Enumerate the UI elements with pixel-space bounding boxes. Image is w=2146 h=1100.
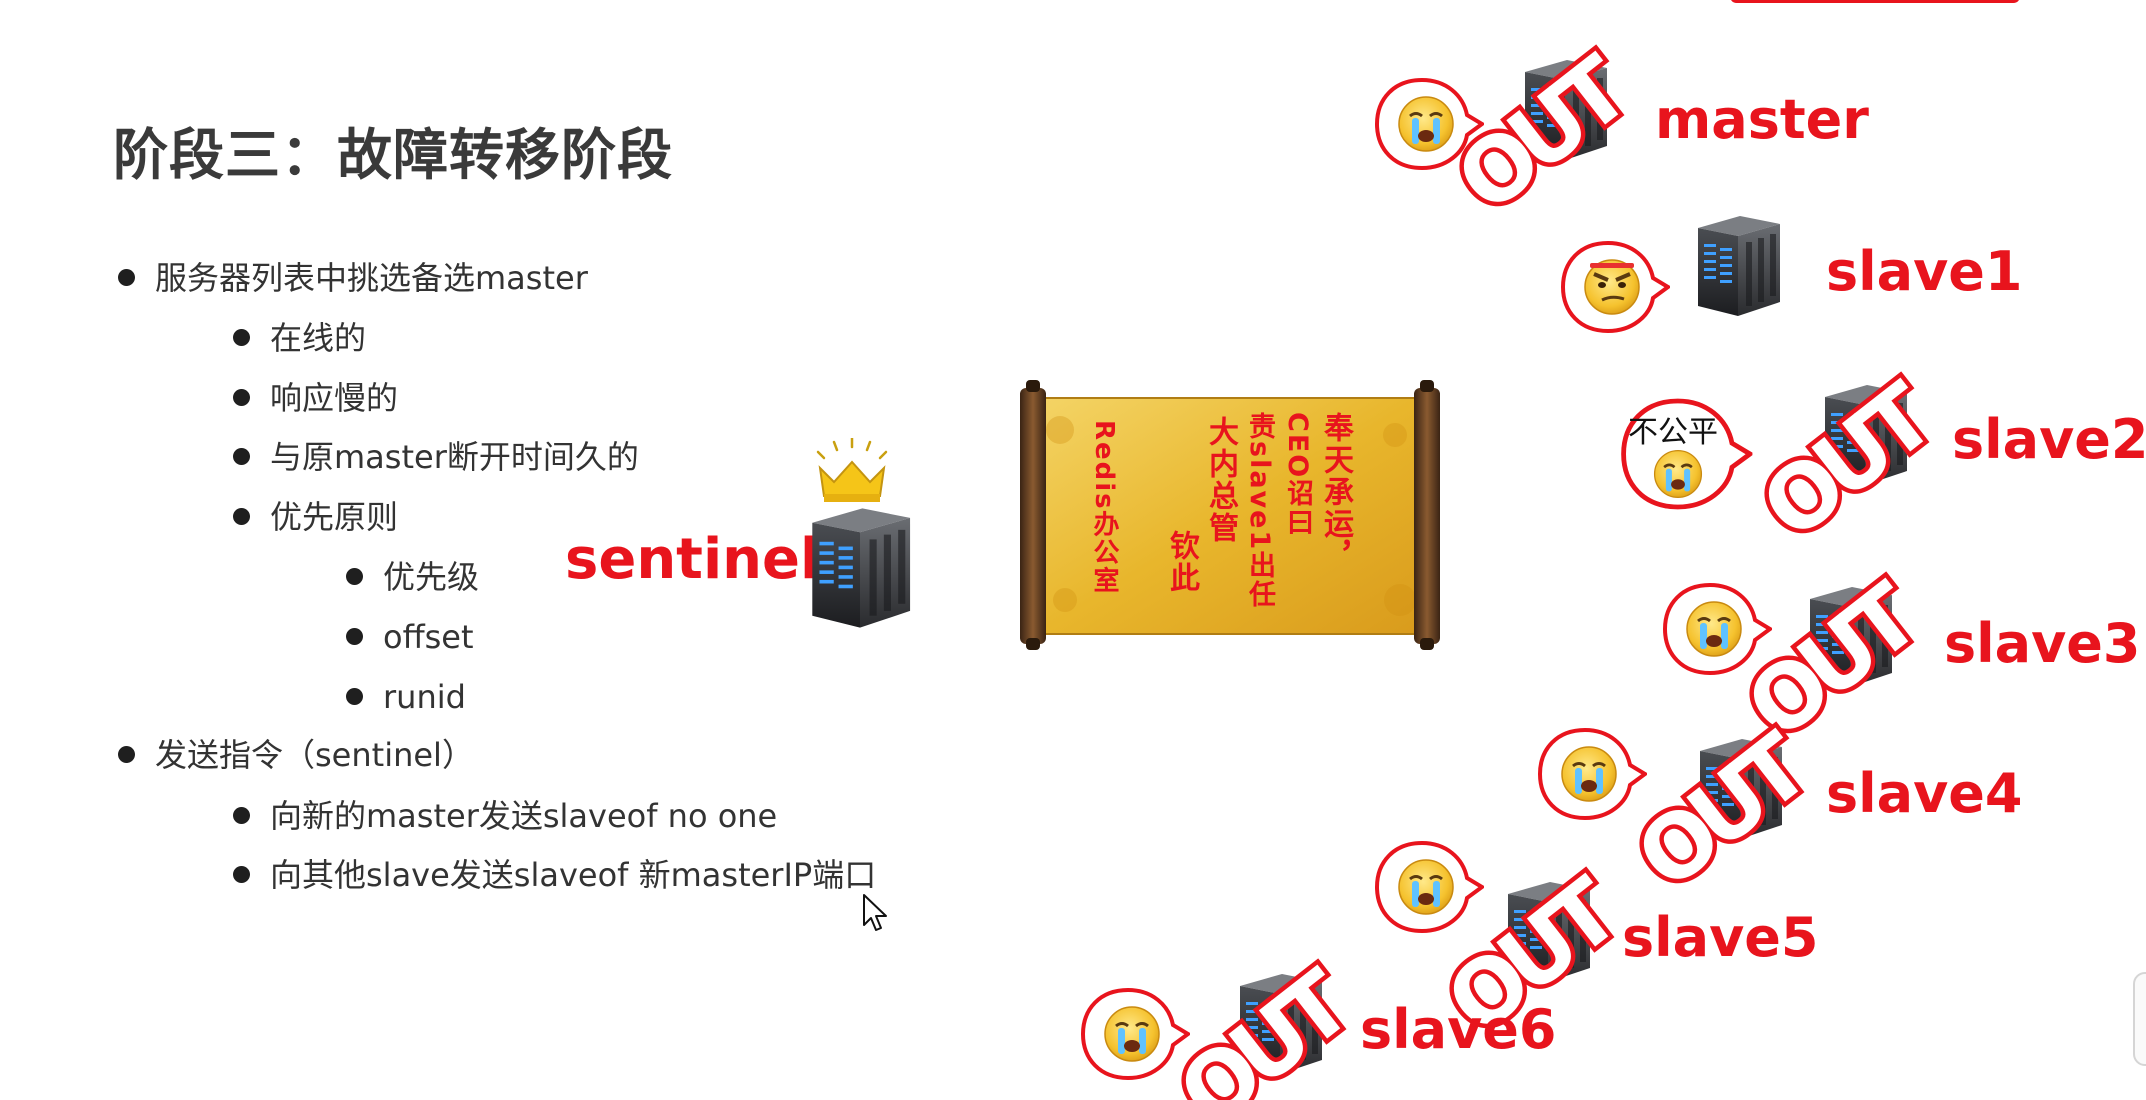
crying-face-icon <box>1396 857 1456 917</box>
mouse-cursor-icon <box>863 894 887 931</box>
crying-face-icon <box>1684 599 1744 659</box>
edict-line-3: 责slave1出任 <box>1244 412 1275 610</box>
bullet-priority: 优先级 <box>345 558 480 596</box>
bullet-online: 在线的 <box>232 319 367 357</box>
crown-icon <box>816 438 888 502</box>
bullet-offset: offset <box>346 618 474 656</box>
master-label: master <box>1655 88 1869 151</box>
bullet-select-master: 服务器列表中挑选备选master <box>118 259 588 297</box>
slave4-label: slave4 <box>1826 762 2023 825</box>
bullet-runid: runid <box>346 678 466 716</box>
slave2-label: slave2 <box>1952 408 2146 471</box>
bullet-send-commands: 发送指令（sentinel） <box>118 736 474 774</box>
crying-face-icon <box>1102 1004 1162 1064</box>
bubble-text-unfair: 不公平 <box>1628 415 1718 450</box>
sentinel-label: sentinel <box>565 527 820 592</box>
slave1-server-icon <box>1688 214 1788 318</box>
slave5-label: slave5 <box>1622 906 1819 969</box>
imperial-edict-scroll-icon <box>1020 380 1440 650</box>
edict-line-1: 奉天承运， <box>1318 412 1353 572</box>
crying-face-icon <box>1652 448 1704 500</box>
bullet-slow-response: 响应慢的 <box>232 379 399 417</box>
edict-line-5: 钦此 <box>1164 530 1199 594</box>
slave1-label: slave1 <box>1826 240 2023 303</box>
bullet-slaveof-no-one: 向新的master发送slaveof no one <box>232 797 778 835</box>
page-title: 阶段三：故障转移阶段 <box>113 123 674 187</box>
smirking-face-icon <box>1582 257 1642 317</box>
edict-line-2: CEO诏曰 <box>1282 412 1313 538</box>
edict-line-4: 大内总管 <box>1203 416 1238 544</box>
bullet-slaveof-new-master: 向其他slave发送slaveof 新masterIP端口 <box>232 856 877 894</box>
edict-line-6: Redis办公室 <box>1089 420 1119 595</box>
top-accent-bar <box>1730 0 2020 3</box>
bullet-priority-rules: 优先原则 <box>232 498 399 536</box>
crying-face-icon <box>1559 744 1619 804</box>
slave6-label: slave6 <box>1360 998 1557 1061</box>
bullet-disconnect-time: 与原master断开时间久的 <box>233 438 639 476</box>
sentinel-server-icon <box>800 506 920 630</box>
slave3-label: slave3 <box>1944 612 2141 675</box>
side-scroll-handle[interactable] <box>2133 972 2146 1066</box>
